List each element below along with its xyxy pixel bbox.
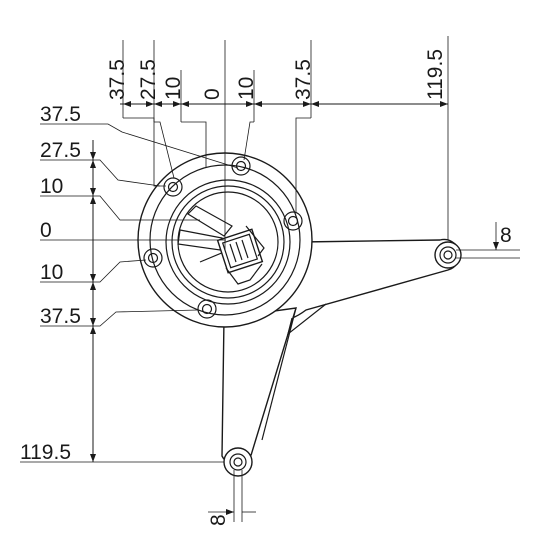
left-dim-37-5-bottom: 37.5 — [40, 305, 81, 328]
top-dim-27-5: 27.5 — [137, 59, 160, 100]
top-dim-10-right: 10 — [235, 77, 258, 100]
locking-mechanism — [177, 205, 265, 285]
bottom-slot-width-label: 8 — [207, 514, 230, 526]
hub-outer — [165, 179, 291, 305]
bottom-arm-end — [223, 447, 253, 477]
top-dim-10-left: 10 — [162, 77, 185, 100]
right-arm-hole-inner — [443, 250, 453, 260]
left-dimension-labels: 37.5 27.5 10 0 10 37.5 119.5 — [20, 103, 81, 464]
left-dim-119-5: 119.5 — [20, 441, 71, 464]
bottom-arm-hole-inner — [233, 457, 243, 467]
mounting-holes — [143, 156, 303, 319]
left-dim-27-5: 27.5 — [40, 139, 81, 162]
right-slot-width-label: 8 — [500, 224, 512, 247]
bottom-arm-hole-outer — [229, 453, 247, 471]
arm-edge-detail — [286, 303, 327, 336]
top-dim-119-5: 119.5 — [424, 49, 447, 100]
top-dim-0: 0 — [201, 88, 224, 100]
dimension-lines — [20, 36, 520, 522]
left-dim-37-5-top: 37.5 — [40, 103, 81, 126]
left-dim-0: 0 — [40, 219, 52, 242]
top-dim-37-5-right: 37.5 — [292, 59, 315, 100]
arm-edge-detail-2 — [261, 307, 297, 441]
bottom-arm — [221, 307, 297, 466]
left-dim-10-bottom: 10 — [40, 261, 63, 284]
table-base-part — [137, 152, 462, 477]
right-arm-hole-outer — [439, 246, 457, 264]
hub-ring — [171, 185, 285, 299]
top-dimension-labels: 37.5 27.5 10 0 10 37.5 119.5 — [106, 49, 447, 100]
left-dim-10-top: 10 — [40, 175, 63, 198]
right-arm-end — [434, 241, 462, 269]
top-dim-37-5-left: 37.5 — [106, 59, 129, 100]
